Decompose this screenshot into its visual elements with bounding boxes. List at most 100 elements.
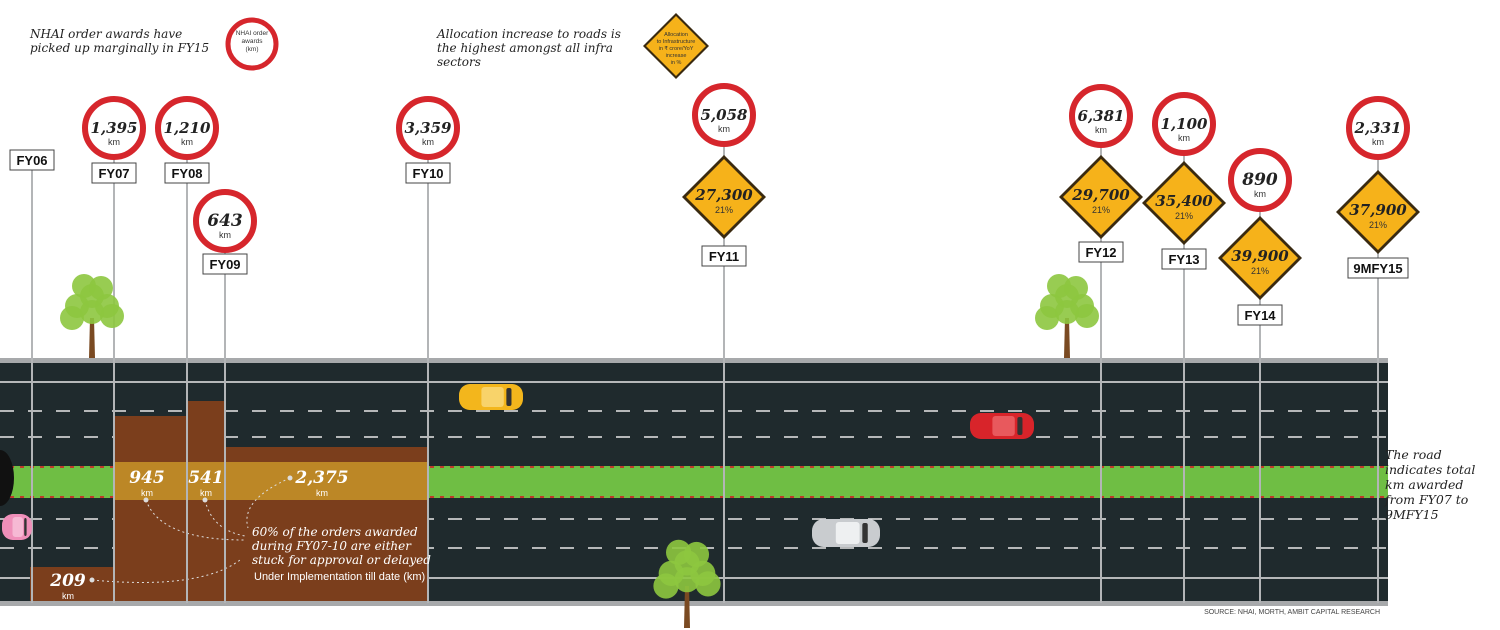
awards-unit: km [718, 124, 730, 134]
tree-leaf [1035, 306, 1059, 330]
implementation-value: 209 [49, 571, 86, 591]
awards-unit: km [219, 230, 231, 240]
car-windshield [1017, 417, 1023, 435]
tree-leaf [60, 306, 84, 330]
allocation-value: 35,400 [1155, 192, 1213, 210]
awards-unit: km [181, 137, 193, 147]
implementation-band [114, 462, 428, 500]
allocation-sign [1063, 159, 1139, 235]
legend-allocation-text: Allocation [664, 32, 688, 38]
car-windshield [24, 518, 27, 536]
implementation-unit: km [141, 488, 153, 498]
tree-trunk [89, 318, 95, 358]
year-label: FY06 [16, 153, 47, 168]
implementation-value: 541 [188, 468, 224, 488]
awards-unit: km [1178, 133, 1190, 143]
white-car [812, 519, 880, 547]
awards-value: 643 [207, 211, 243, 231]
awards-sign [193, 189, 257, 253]
implementation-bar [30, 567, 114, 601]
year-label-box [1237, 304, 1283, 326]
implementation-bar [114, 416, 187, 601]
pink-car [2, 514, 32, 540]
car-roof [481, 387, 504, 407]
red-car [970, 413, 1034, 439]
road-edge-top [0, 358, 1388, 363]
implementation-unit: km [200, 488, 212, 498]
implementation-value: 2,375 [294, 468, 348, 488]
tunnel-shadow [0, 450, 14, 506]
car-roof [992, 416, 1015, 436]
implementation-value: 945 [129, 468, 165, 488]
road-edge-bottom [0, 601, 1388, 606]
awards-sign [155, 96, 219, 160]
year-label: FY14 [1244, 308, 1276, 323]
year-label-box [91, 162, 137, 184]
year-label: FY10 [412, 166, 443, 181]
legend-awards-sign [225, 17, 279, 71]
awards-unit: km [1372, 137, 1384, 147]
year-label: FY13 [1168, 252, 1199, 267]
tree-right [1035, 274, 1099, 358]
allocation-sign [1146, 165, 1222, 241]
awards-value: 3,359 [405, 119, 453, 137]
awards-value: 890 [1241, 170, 1278, 190]
source-note: SOURCE: NHAI, MORTH, AMBIT CAPITAL RESEA… [1204, 609, 1380, 616]
allocation-sign [1222, 220, 1298, 296]
awards-unit: km [1095, 125, 1107, 135]
awards-value: 5,058 [701, 106, 749, 124]
allocation-value: 29,700 [1071, 186, 1130, 204]
tree-trunk [1064, 318, 1070, 358]
legend-awards-text: awards [242, 38, 264, 45]
legend-awards-text: (km) [246, 46, 259, 53]
tree-left [60, 274, 124, 358]
awards-sign [1152, 92, 1216, 156]
year-label: FY07 [98, 166, 129, 181]
car-windshield [862, 523, 868, 543]
allocation-yoy: 21% [715, 205, 733, 215]
leader-dot [143, 497, 149, 503]
awards-sign [82, 96, 146, 160]
car-windshield [506, 388, 512, 406]
legend-allocation-sign [646, 16, 706, 76]
year-label-box [701, 245, 747, 267]
year-label: FY08 [171, 166, 202, 181]
awards-value: 1,100 [1161, 115, 1209, 133]
tree-leaf [89, 276, 113, 300]
awards-unit: km [1254, 189, 1266, 199]
allocation-sign [686, 159, 762, 235]
awards-unit: km [108, 137, 120, 147]
nhai-note: NHAI order awards have picked up margina… [30, 27, 210, 55]
tree-leaf [1075, 304, 1099, 328]
tree-bottom [653, 539, 721, 628]
legend-allocation-text: to Infrastructure [657, 39, 696, 45]
tree-leaf [683, 541, 710, 568]
awards-unit: km [422, 137, 434, 147]
awards-value: 1,210 [164, 119, 212, 137]
awards-sign [692, 83, 756, 147]
allocation-yoy: 21% [1369, 220, 1387, 230]
leader-line [246, 477, 291, 529]
allocation-note: Allocation increase to roads is the high… [437, 27, 621, 69]
side-note: The road indicates total km awarded from… [1385, 447, 1476, 522]
year-label-box [164, 162, 210, 184]
year-label: FY11 [709, 249, 739, 264]
allocation-yoy: 21% [1092, 205, 1110, 215]
yellow-car [459, 384, 523, 410]
awards-sign [1228, 148, 1292, 212]
year-label-box [9, 149, 55, 171]
tree-leaf [80, 300, 104, 324]
year-label-box [405, 162, 451, 184]
legend-awards-text: NHAI order [236, 30, 269, 37]
leader-dot [287, 475, 293, 481]
allocation-yoy: 21% [1175, 211, 1193, 221]
year-label: FY09 [209, 257, 240, 272]
tree-leaf [674, 567, 700, 593]
tree-leaf [653, 573, 679, 599]
car-roof [12, 517, 23, 537]
awards-value: 6,381 [1078, 107, 1125, 125]
legend-allocation-text: in % [671, 60, 682, 66]
legend-allocation-text: in ₹ crore/YoY [659, 45, 694, 52]
